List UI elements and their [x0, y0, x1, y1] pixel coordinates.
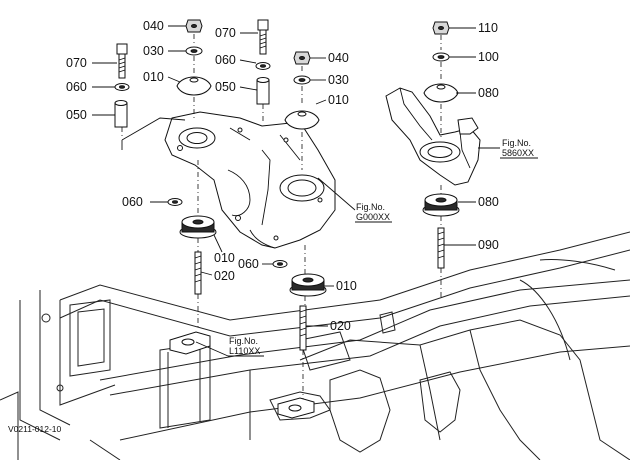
mount-middle-lower — [272, 245, 327, 419]
callout-080a: 080 — [478, 86, 499, 100]
callout-010b: 010 — [328, 93, 349, 107]
mounting-bracket — [385, 87, 481, 186]
callout-labels: 040 030 010 070 060 050 070 060 050 040 … — [66, 19, 499, 333]
figure-references: Fig.No. G000XX Fig.No. 5860XX Fig.No. L1… — [229, 138, 534, 356]
bolt-head-070a — [116, 43, 128, 55]
collar-050a — [114, 102, 128, 128]
callout-040b: 040 — [328, 51, 349, 65]
chassis-frame — [0, 231, 630, 460]
callout-040a: 040 — [143, 19, 164, 33]
callout-060d: 060 — [238, 257, 259, 271]
stack-d — [284, 51, 320, 170]
callout-090: 090 — [478, 238, 499, 252]
callout-010c: 010 — [214, 251, 235, 265]
ref-l110xx-line1: Fig.No. — [229, 336, 258, 346]
callout-010a: 010 — [143, 70, 164, 84]
ref-g000xx-line2: G000XX — [356, 212, 390, 222]
callout-020a: 020 — [214, 269, 235, 283]
callout-050b: 050 — [215, 80, 236, 94]
leader-lines — [92, 25, 500, 357]
mount-right — [422, 185, 460, 300]
callout-030a: 030 — [143, 44, 164, 58]
reference-underlines — [228, 157, 538, 357]
callout-030b: 030 — [328, 73, 349, 87]
callout-060a: 060 — [66, 80, 87, 94]
transmission-housing — [164, 111, 336, 249]
callout-050a: 050 — [66, 108, 87, 122]
callout-060b: 060 — [215, 53, 236, 67]
drawing-code: V0211-012-10 — [8, 424, 62, 434]
callout-110: 110 — [478, 21, 498, 35]
cushion-010a — [176, 76, 212, 96]
callout-020b: 020 — [330, 319, 351, 333]
stack-b — [176, 19, 212, 120]
callout-100: 100 — [478, 50, 499, 64]
callout-070a: 070 — [66, 56, 87, 70]
callout-060c: 060 — [122, 195, 143, 209]
ref-g000xx-line1: Fig.No. — [356, 202, 385, 212]
ref-5860xx-line2: 5860XX — [502, 148, 534, 158]
mount-left-lower — [167, 160, 217, 355]
ref-l110xx-line2: L110XX — [229, 346, 260, 356]
stack-left — [114, 43, 130, 138]
callout-080b: 080 — [478, 195, 499, 209]
callout-010d: 010 — [336, 279, 357, 293]
ref-5860xx-line1: Fig.No. — [502, 138, 531, 148]
stack-c — [255, 19, 271, 122]
callout-070b: 070 — [215, 26, 236, 40]
